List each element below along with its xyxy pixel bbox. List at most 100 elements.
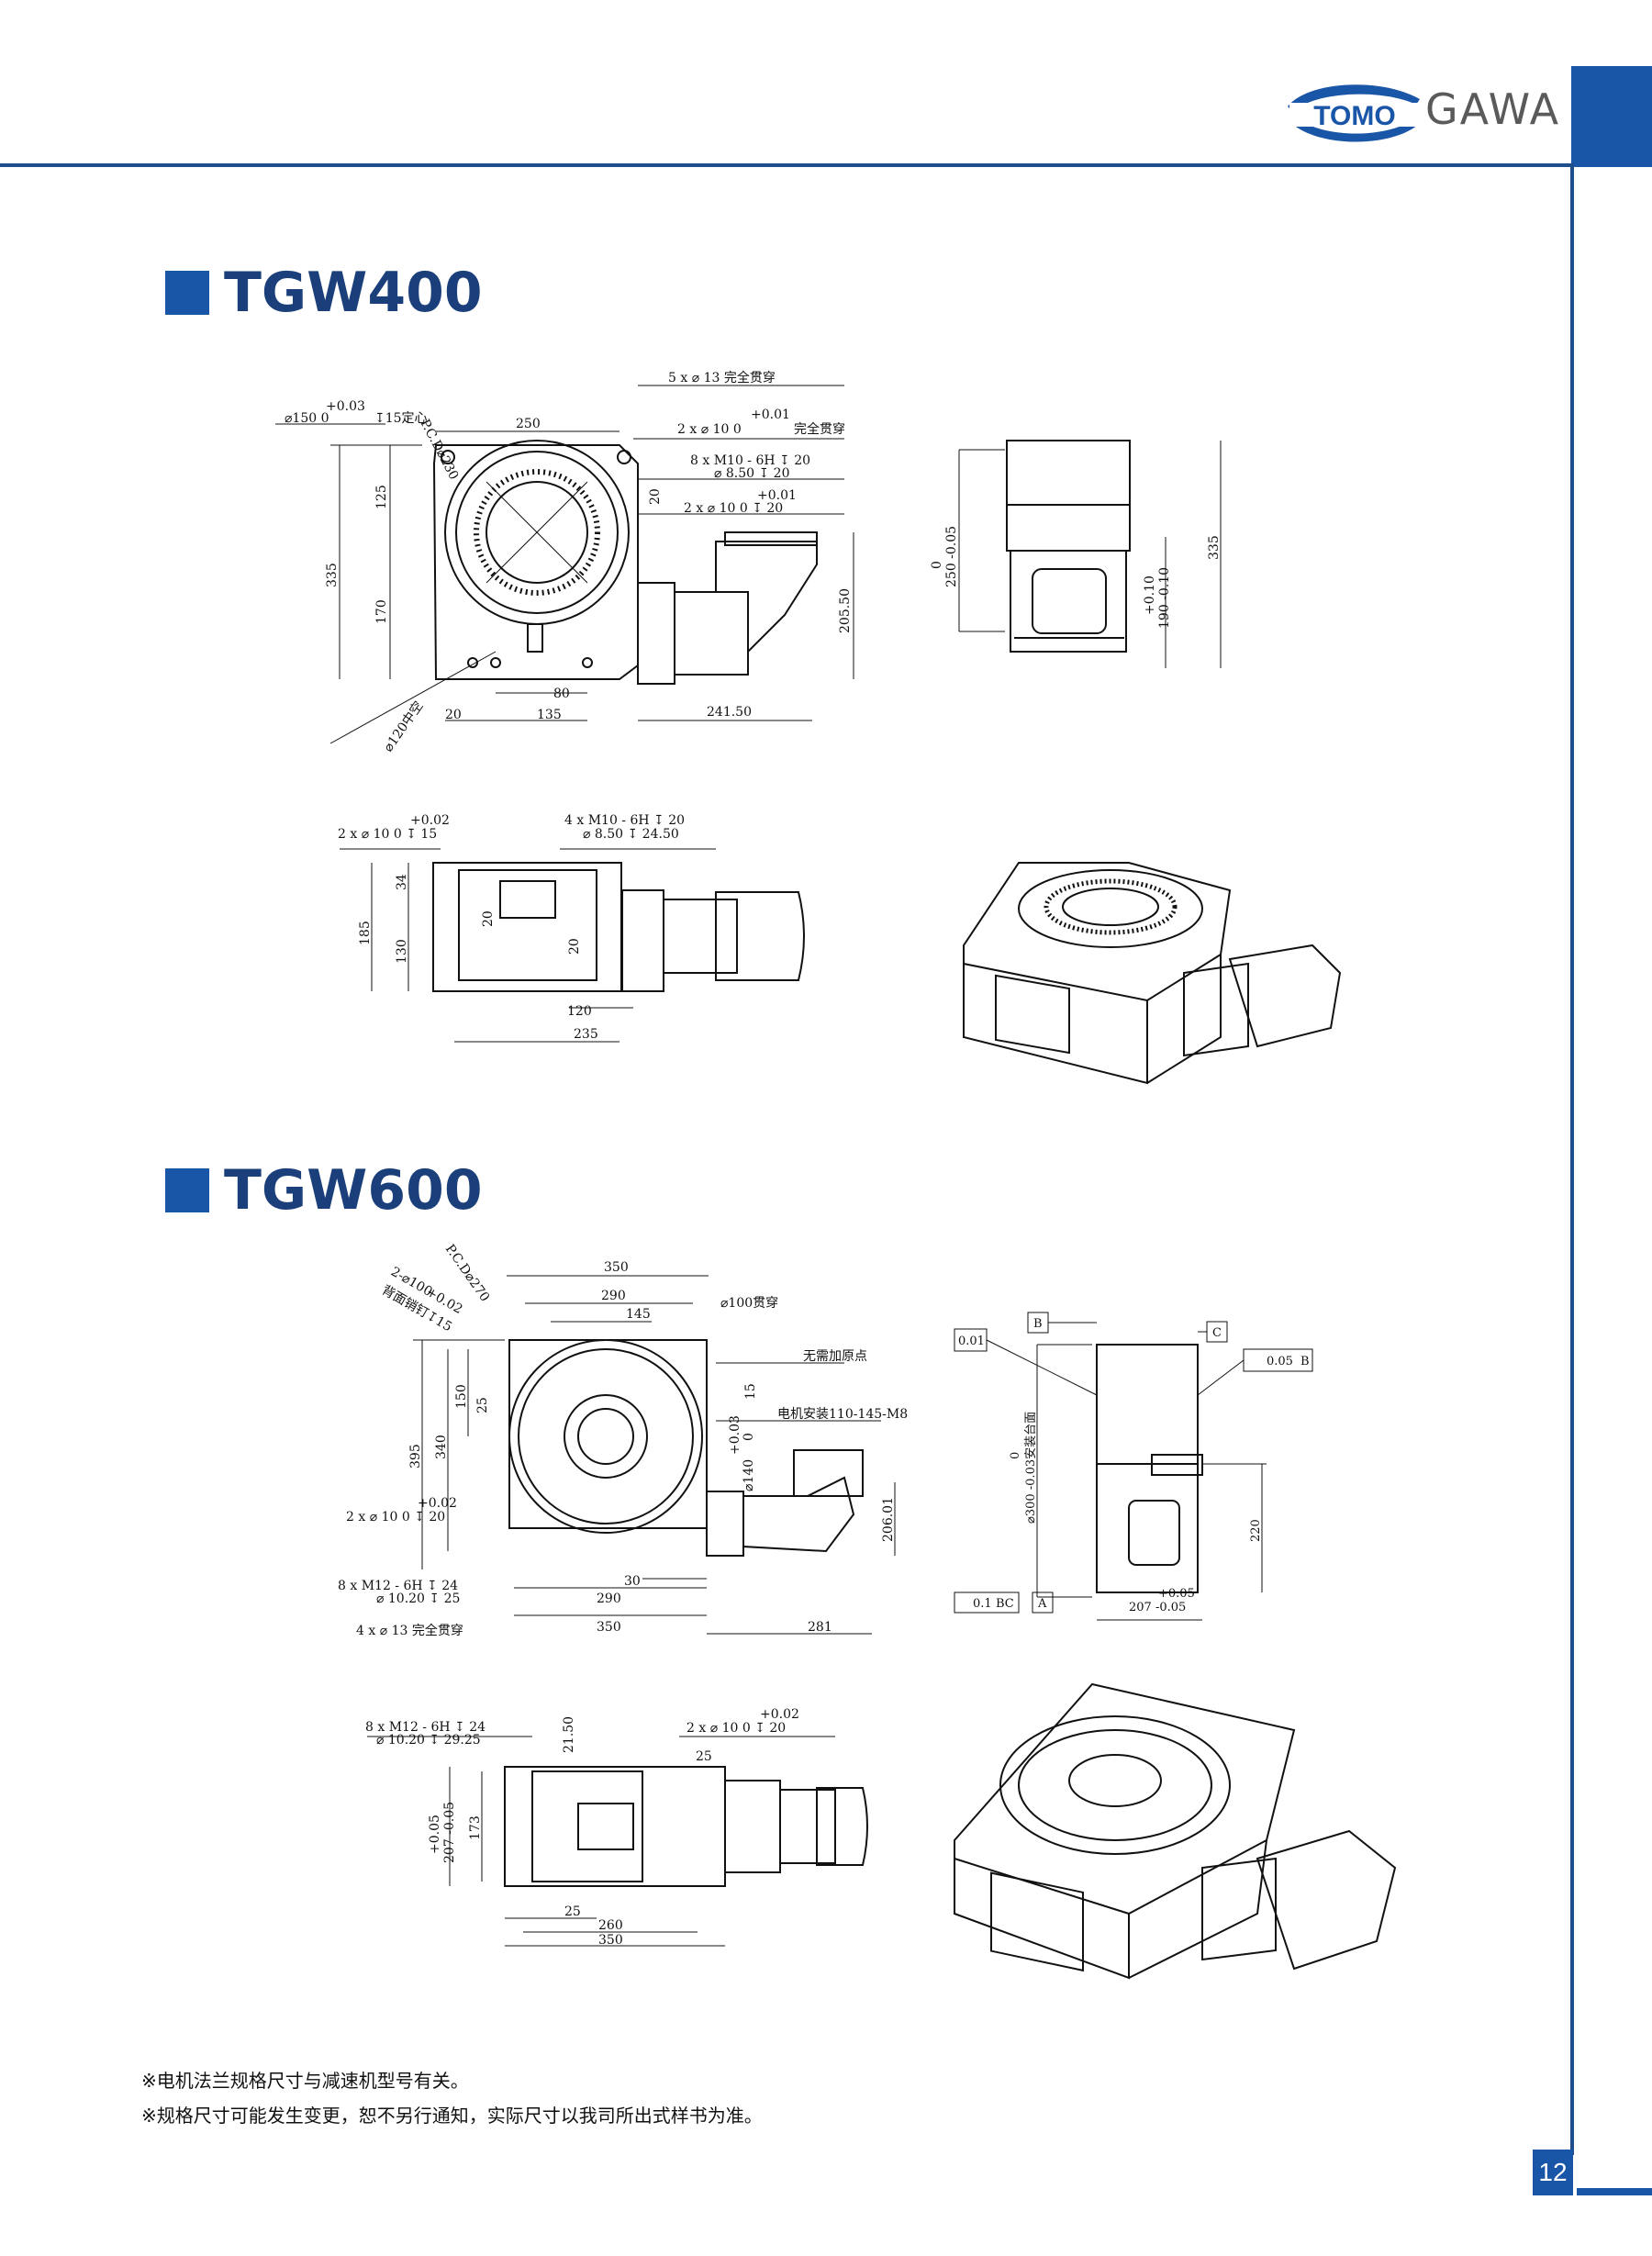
svg-text:220: 220 — [1249, 1519, 1263, 1542]
svg-text:0.05: 0.05 — [1267, 1355, 1293, 1368]
svg-text:8 x M12 - 6H ↧ 24: 8 x M12 - 6H ↧ 24 — [365, 1720, 486, 1735]
svg-text:0.1: 0.1 — [973, 1597, 992, 1611]
svg-text:260: 260 — [598, 1918, 623, 1933]
svg-text:+0.05: +0.05 — [1158, 1587, 1195, 1601]
svg-text:+0.02: +0.02 — [410, 813, 450, 828]
footnote: ※电机法兰规格尺寸与减速机型号有关。 — [141, 2070, 469, 2092]
svg-text:20: 20 — [567, 938, 582, 955]
logo-text: GAWA — [1425, 84, 1561, 134]
svg-text:B: B — [1033, 1317, 1043, 1331]
svg-text:185: 185 — [358, 921, 373, 945]
svg-text:⌀ 10.20 ↧ 29.25: ⌀ 10.20 ↧ 29.25 — [376, 1733, 481, 1748]
tgw400-top-view: P.C.D⌀230 +0.03 ⌀150 0 ↧15定心 250 5 x ⌀ 1… — [275, 349, 863, 771]
section-title: TGW600 — [224, 1158, 483, 1223]
svg-text:TOMO: TOMO — [1313, 101, 1395, 131]
svg-text:+0.01: +0.01 — [757, 488, 797, 503]
svg-text:340: 340 — [434, 1435, 449, 1459]
tgw400-isometric-view — [954, 854, 1377, 1111]
svg-text:25: 25 — [475, 1397, 490, 1413]
tgw600-side-view: 0.01 B C 0.05 B 0 ⌀300 -0.03安装台面 220 0.1… — [945, 1303, 1331, 1634]
heading-square-icon — [165, 271, 209, 315]
svg-text:+0.01: +0.01 — [751, 408, 790, 422]
tgw600-top-view: P.C.D⌀270 2-⌀10 +0.02 0 背面销钉↧15 350 290 … — [330, 1230, 936, 1652]
right-margin-rule — [1570, 163, 1574, 2155]
svg-text:4 x ⌀ 13 完全贯穿: 4 x ⌀ 13 完全贯穿 — [356, 1623, 463, 1638]
svg-text:150: 150 — [454, 1384, 469, 1409]
svg-text:173: 173 — [468, 1815, 483, 1840]
svg-text:250: 250 — [516, 417, 541, 431]
header-rule — [0, 163, 1571, 167]
svg-text:↧15定心: ↧15定心 — [374, 411, 428, 426]
svg-text:电机安装110-145-M8: 电机安装110-145-M8 — [777, 1407, 908, 1422]
svg-text:⌀ 10.20 ↧ 25: ⌀ 10.20 ↧ 25 — [376, 1591, 460, 1606]
svg-text:0: 0 — [930, 561, 944, 569]
svg-text:C: C — [1212, 1326, 1222, 1340]
svg-text:2 x ⌀ 10 0: 2 x ⌀ 10 0 — [677, 422, 742, 437]
svg-text:21.50: 21.50 — [562, 1716, 576, 1753]
svg-text:290: 290 — [601, 1289, 626, 1303]
page-number: 12 — [1533, 2150, 1573, 2195]
svg-text:190 -0.10: 190 -0.10 — [1157, 567, 1172, 629]
svg-text:+0.03: +0.03 — [326, 399, 365, 414]
svg-text:25: 25 — [696, 1749, 712, 1764]
svg-text:⌀ 8.50 ↧ 24.50: ⌀ 8.50 ↧ 24.50 — [583, 827, 679, 842]
svg-text:350: 350 — [597, 1620, 621, 1635]
svg-text:290: 290 — [597, 1591, 621, 1606]
svg-text:20: 20 — [481, 910, 496, 927]
svg-text:+0.02: +0.02 — [418, 1496, 457, 1511]
svg-text:+0.10: +0.10 — [1143, 575, 1157, 615]
header-corner-block — [1571, 66, 1652, 167]
svg-text:2 x ⌀ 10 0 ↧ 20: 2 x ⌀ 10 0 ↧ 20 — [686, 1721, 786, 1736]
svg-text:15: 15 — [743, 1383, 758, 1400]
footnotes: ※电机法兰规格尺寸与减速机型号有关。 ※规格尺寸可能发生变更，恕不另行通知，实际… — [141, 2063, 763, 2133]
svg-text:0.01: 0.01 — [958, 1335, 985, 1348]
svg-text:205.50: 205.50 — [838, 588, 853, 633]
svg-text:无需加原点: 无需加原点 — [803, 1349, 867, 1364]
svg-text:25: 25 — [564, 1904, 581, 1919]
svg-text:170: 170 — [374, 599, 389, 624]
svg-text:⌀100贯穿: ⌀100贯穿 — [720, 1296, 778, 1311]
svg-text:241.50: 241.50 — [707, 705, 752, 720]
svg-text:+0.05: +0.05 — [428, 1815, 442, 1854]
svg-text:8 x M10 - 6H ↧ 20: 8 x M10 - 6H ↧ 20 — [690, 453, 810, 468]
svg-text:⌀140: ⌀140 — [742, 1459, 756, 1491]
svg-text:335: 335 — [325, 563, 340, 587]
footnote: ※规格尺寸可能发生变更，恕不另行通知，实际尺寸以我司所出式样书为准。 — [141, 2105, 763, 2127]
tgw400-side-view: 0 250 -0.05 335 +0.10 190 -0.10 — [922, 431, 1253, 688]
svg-text:20: 20 — [648, 488, 663, 505]
svg-text:206.01: 206.01 — [881, 1497, 896, 1542]
tgw600-front-view: 8 x M12 - 6H ↧ 24 ⌀ 10.20 ↧ 29.25 21.50 … — [358, 1698, 890, 1955]
svg-text:BC: BC — [996, 1597, 1014, 1611]
svg-text:135: 135 — [537, 708, 562, 722]
svg-text:5 x ⌀ 13 完全贯穿: 5 x ⌀ 13 完全贯穿 — [668, 370, 776, 385]
tgw400-front-view: +0.02 2 x ⌀ 10 0 ↧ 15 4 x M10 - 6H ↧ 20 … — [330, 808, 826, 1046]
svg-text:130: 130 — [395, 939, 409, 964]
logo-mark-icon: TOMO — [1288, 84, 1420, 142]
svg-text:0: 0 — [742, 1433, 756, 1441]
svg-text:34: 34 — [395, 874, 409, 890]
svg-text:P.C.D⌀230: P.C.D⌀230 — [417, 417, 461, 482]
svg-text:⌀ 8.50 ↧ 20: ⌀ 8.50 ↧ 20 — [714, 466, 790, 481]
svg-text:2 x ⌀ 10 0 ↧ 20: 2 x ⌀ 10 0 ↧ 20 — [346, 1510, 445, 1524]
svg-text:207 -0.05: 207 -0.05 — [1129, 1601, 1186, 1614]
svg-text:4 x M10 - 6H ↧ 20: 4 x M10 - 6H ↧ 20 — [564, 813, 685, 828]
svg-text:B: B — [1300, 1355, 1310, 1368]
svg-text:80: 80 — [553, 687, 570, 701]
svg-text:8 x M12 - 6H ↧ 24: 8 x M12 - 6H ↧ 24 — [338, 1579, 458, 1593]
svg-text:0: 0 — [1009, 1452, 1022, 1459]
svg-text:⌀150 0: ⌀150 0 — [285, 411, 329, 426]
svg-text:A: A — [1037, 1597, 1047, 1611]
svg-text:⌀120中空: ⌀120中空 — [381, 698, 426, 754]
footer-rule — [1577, 2188, 1652, 2195]
svg-text:395: 395 — [408, 1444, 423, 1469]
svg-text:125: 125 — [374, 485, 389, 509]
brand-logo: TOMO GAWA — [1280, 72, 1565, 154]
svg-text:2 x ⌀ 10 0 ↧ 20: 2 x ⌀ 10 0 ↧ 20 — [684, 501, 783, 516]
tgw600-isometric-view — [945, 1675, 1413, 2005]
svg-text:335: 335 — [1207, 535, 1222, 560]
svg-text:250 -0.05: 250 -0.05 — [944, 526, 959, 587]
svg-text:207 -0.05: 207 -0.05 — [442, 1802, 457, 1863]
svg-text:235: 235 — [574, 1027, 598, 1042]
svg-text:2 x ⌀ 10 0 ↧ 15: 2 x ⌀ 10 0 ↧ 15 — [338, 827, 437, 842]
svg-text:+0.03: +0.03 — [728, 1415, 742, 1455]
